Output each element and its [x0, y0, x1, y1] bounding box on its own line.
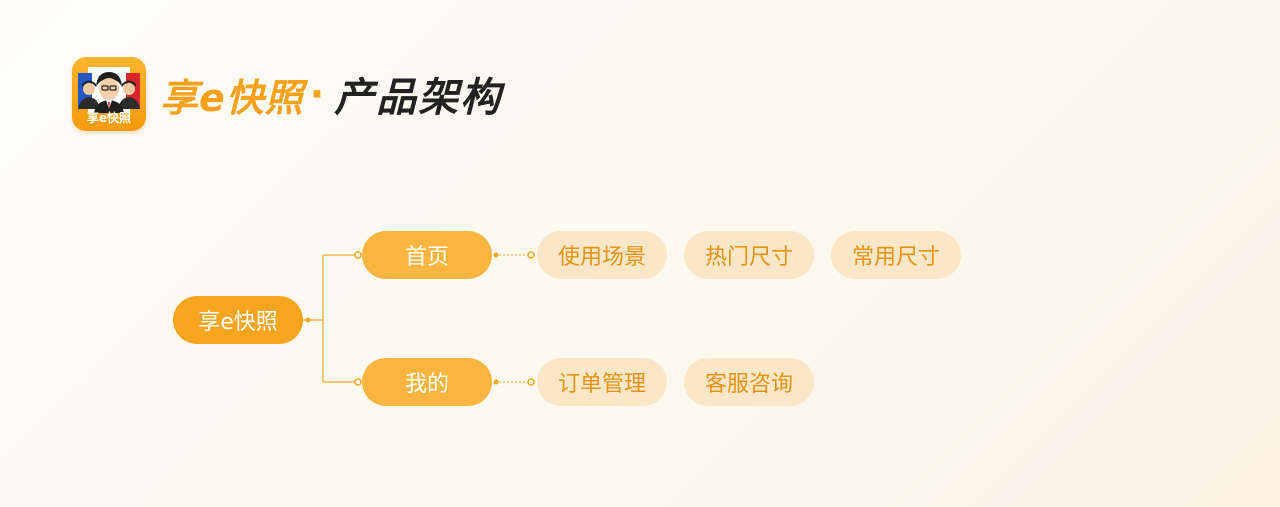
- root-node: 享e快照: [173, 296, 303, 344]
- passport-photo-icon: [78, 67, 140, 113]
- brand-title: 享e快照: [160, 75, 304, 120]
- node-order-management: 订单管理: [537, 358, 667, 406]
- node-common-sizes: 常用尺寸: [831, 231, 961, 279]
- node-usage-scenarios: 使用场景: [537, 231, 667, 279]
- page-header: 享e快照 享e快照 · 产品架构: [72, 56, 502, 132]
- node-home: 首页: [362, 231, 492, 279]
- node-popular-sizes: 热门尺寸: [684, 231, 814, 279]
- app-logo: 享e快照: [72, 57, 146, 131]
- title-separator: ·: [309, 72, 325, 116]
- page-title: 产品架构: [334, 75, 503, 121]
- logo-caption: 享e快照: [86, 111, 132, 125]
- node-customer-service: 客服咨询: [684, 358, 814, 406]
- node-mine: 我的: [362, 358, 492, 406]
